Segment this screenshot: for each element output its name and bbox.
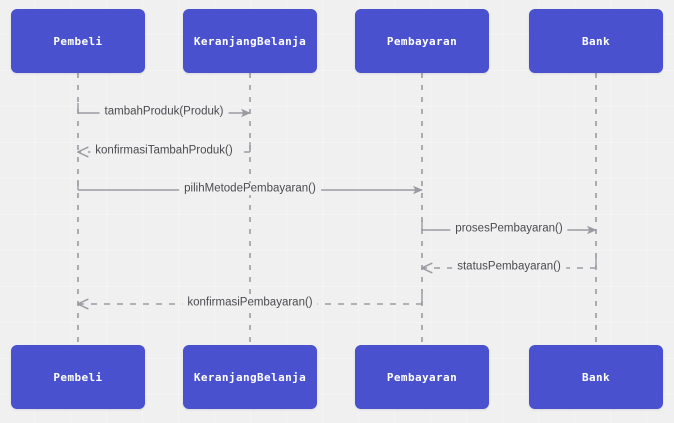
participant-box-pembeli-bottom[interactable]: Pembeli [11, 345, 145, 409]
participant-box-pembayaran-top[interactable]: Pembayaran [355, 9, 489, 73]
participant-box-bank-top[interactable]: Bank [529, 9, 663, 73]
lifelines-group [77, 73, 597, 345]
message-label-5: konfirmasiPembayaran() [182, 297, 318, 309]
message-label-1: konfirmasiTambahProduk() [90, 145, 238, 157]
message-label-0: tambahProduk(Produk) [99, 106, 229, 118]
participant-box-bank-bottom[interactable]: Bank [529, 345, 663, 409]
participant-label: Bank [581, 34, 611, 48]
participant-label: Pembayaran [386, 370, 458, 384]
participant-label: KeranjangBelanja [193, 34, 307, 48]
participant-box-pembayaran-bottom[interactable]: Pembayaran [355, 345, 489, 409]
participant-label: Pembeli [53, 370, 103, 384]
participant-box-keranjangbelanja-top[interactable]: KeranjangBelanja [183, 9, 317, 73]
participant-label: KeranjangBelanja [193, 370, 307, 384]
participant-label: Pembeli [53, 34, 103, 48]
message-label-2: pilihMetodePembayaran() [179, 183, 321, 195]
participant-label: Bank [581, 370, 611, 384]
participant-box-pembeli-top[interactable]: Pembeli [11, 9, 145, 73]
message-label-4: statusPembayaran() [452, 261, 566, 273]
participant-box-keranjangbelanja-bottom[interactable]: KeranjangBelanja [183, 345, 317, 409]
message-label-3: prosesPembayaran() [450, 223, 568, 235]
message-arrows-group [78, 103, 597, 304]
participant-label: Pembayaran [386, 34, 458, 48]
